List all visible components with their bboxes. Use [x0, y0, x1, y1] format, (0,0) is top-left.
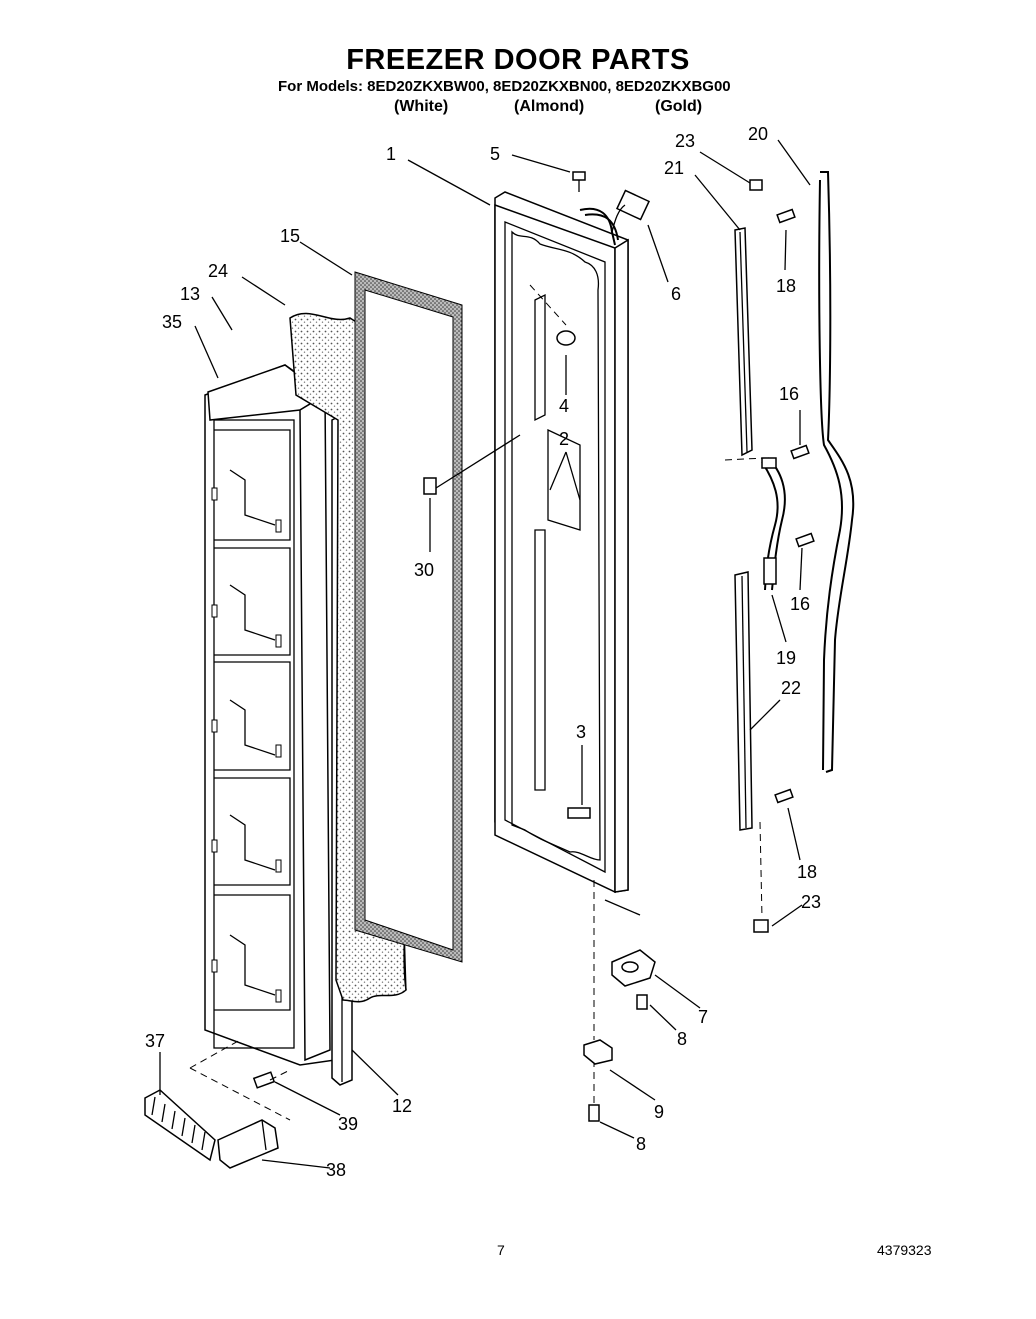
- page-title: FREEZER DOOR PARTS: [346, 44, 690, 76]
- callout-19: 19: [776, 648, 796, 668]
- clip-30: [423, 477, 437, 495]
- hinge-screw-8: [636, 994, 648, 1010]
- callout-18a: 18: [776, 276, 796, 296]
- callout-23a: 23: [675, 131, 695, 151]
- document-number: 4379323: [877, 1242, 932, 1258]
- callout-15: 15: [280, 226, 300, 246]
- handle-20: [818, 171, 855, 773]
- callout-39: 39: [338, 1114, 358, 1134]
- hinge-screw-8b: [588, 1104, 600, 1122]
- callout-23b: 23: [801, 892, 821, 912]
- callout-35: 35: [162, 312, 182, 332]
- screw-39: [252, 1071, 276, 1089]
- handle-trim-22: [734, 571, 753, 831]
- plug-4: [529, 284, 576, 346]
- wire-harness-6: [579, 189, 651, 246]
- callout-4: 4: [559, 396, 569, 416]
- callout-8a: 8: [677, 1029, 687, 1049]
- callout-16b: 16: [790, 594, 810, 614]
- callout-22: 22: [781, 678, 801, 698]
- color-white-label: (White): [394, 98, 449, 115]
- callout-1: 1: [386, 144, 396, 164]
- callout-21: 21: [664, 158, 684, 178]
- callout-38: 38: [326, 1160, 346, 1180]
- leader-lines: [159, 139, 811, 1169]
- callout-24: 24: [208, 261, 228, 281]
- callout-7: 7: [698, 1007, 708, 1027]
- door-gasket-15: [354, 271, 463, 963]
- handle-trim-21: [734, 227, 753, 457]
- callout-37: 37: [145, 1031, 165, 1051]
- trim-piece-37: [144, 1089, 216, 1162]
- callout-3: 3: [576, 722, 586, 742]
- screw-5: [572, 171, 586, 192]
- screws-16-18: [774, 208, 815, 804]
- bracket-3: [567, 807, 591, 819]
- callout-18b: 18: [797, 862, 817, 882]
- callout-13: 13: [180, 284, 200, 304]
- color-gold-label: (Gold): [655, 98, 703, 115]
- callout-labels: 1 2 3 4 5 6 7 8 8 9 12 13 15 16 16 18 18…: [145, 124, 821, 1180]
- cover-38: [217, 1119, 279, 1169]
- color-almond-label: (Almond): [514, 98, 585, 115]
- callout-16a: 16: [779, 384, 799, 404]
- inner-door-liner-35: [204, 364, 336, 1066]
- hinge-parts: [583, 880, 656, 1122]
- page-number: 7: [497, 1242, 505, 1258]
- callout-2: 2: [559, 429, 569, 449]
- callout-8b: 8: [636, 1134, 646, 1154]
- callout-20: 20: [748, 124, 768, 144]
- callout-9: 9: [654, 1102, 664, 1122]
- callout-6: 6: [671, 284, 681, 304]
- end-cap-23-bottom: [753, 919, 769, 933]
- callout-5: 5: [490, 144, 500, 164]
- models-line: For Models: 8ED20ZKXBW00, 8ED20ZKXBN00, …: [278, 78, 731, 95]
- hinge-plate-9: [583, 1039, 613, 1065]
- callout-12: 12: [392, 1096, 412, 1116]
- handle-bracket-19: [761, 457, 786, 591]
- end-cap-23-top: [749, 179, 763, 191]
- outer-door-panel-1: [494, 191, 629, 894]
- callout-30: 30: [414, 560, 434, 580]
